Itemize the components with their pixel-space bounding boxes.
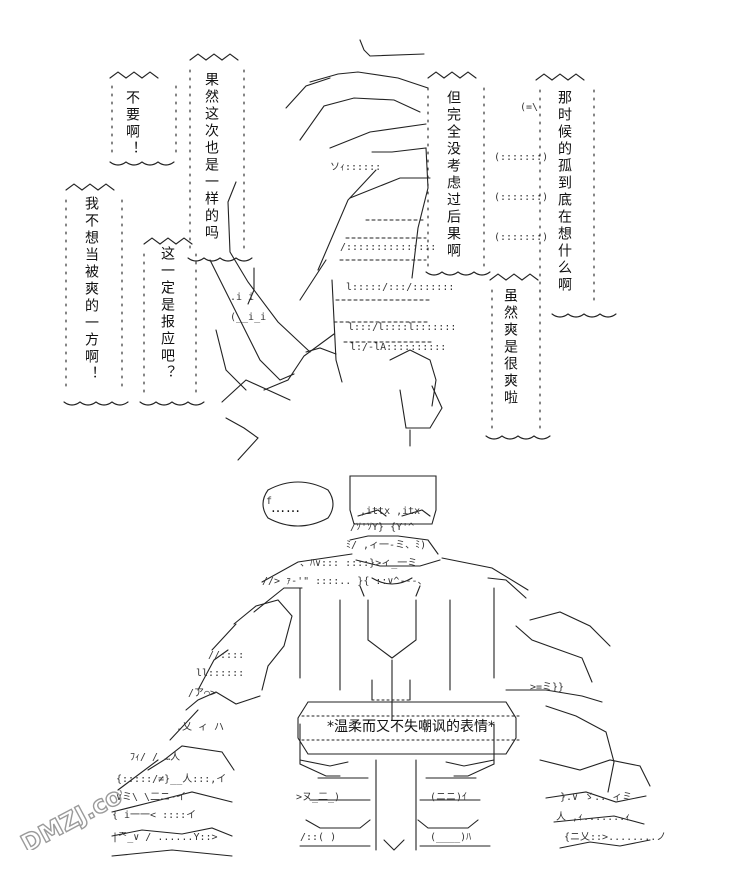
speech-bubble-outline-2 <box>187 53 253 262</box>
svg-text:(:::::::): (:::::::) <box>494 232 548 243</box>
caption-box-outline <box>297 701 523 755</box>
svg-text:ﾌｨ/ / …人: ﾌｨ/ / …人 <box>130 751 180 763</box>
svg-text:>ヌ_二_): >ヌ_二_) <box>296 792 340 803</box>
art-fragment: ソｨ:::::: <box>330 162 381 173</box>
svg-text:{ニ乂::>........ノ: {ニ乂::>........ノ <box>564 832 666 843</box>
svg-text://::::: //:::: <box>208 650 244 661</box>
muscle-character-art <box>111 475 651 857</box>
speech-bubble-1: 不要啊！ <box>124 90 140 158</box>
svg-text:>=ミ}}: >=ミ}} <box>530 682 564 693</box>
svg-text:l:/-lA::::::::::: l:/-lA:::::::::: <box>350 342 446 353</box>
svg-text:(____)ﾊ: (____)ﾊ <box>430 832 471 843</box>
speech-bubble-7: 虽然爽是很爽啦 <box>502 288 518 407</box>
svg-text:ﾐ/ ,ィ一‐ミ、ﾐ): ﾐ/ ,ィ一‐ミ、ﾐ) <box>346 540 426 551</box>
svg-text://> ｧ‐'" ::::.. }{ ::∨^‐‐‐、: //> ｧ‐'" ::::.. }{ ::∨^‐‐‐、 <box>262 576 428 587</box>
svg-text:(:::::::): (:::::::) <box>494 192 548 203</box>
speech-bubble-5: 但完全没考虑过后果啊 <box>445 90 461 260</box>
speech-bubble-4: 这一定是报应吧？ <box>159 246 175 382</box>
svg-text:DMZJ.com: DMZJ.com <box>16 790 122 850</box>
speech-bubble-outline-1 <box>109 71 177 166</box>
expression-caption: *温柔而又不失嘲讽的表情* <box>327 719 495 735</box>
svg-text:/::( ): /::( ) <box>300 832 336 843</box>
svg-text:,ittx ,itx: ,ittx ,itx <box>360 506 420 517</box>
speech-bubble-3: 我不想当被爽的一方啊！ <box>83 196 99 383</box>
face-bubble-text: …… <box>271 500 301 516</box>
speech-bubble-6: 那时候的孤到底在想什么啊 <box>556 90 572 294</box>
svg-text:l:::/l::::l:::::::: l:::/l::::l::::::: <box>348 322 456 333</box>
svg-text:/ア⌒>: /ア⌒> <box>188 688 216 699</box>
svg-text:l:::::/:::/:::::::: l:::::/:::/::::::: <box>346 282 454 293</box>
dmzj-watermark-logo: DMZJ.com <box>16 790 122 850</box>
svg-text:/ｿ'ｿY} {Y'^: /ｿ'ｿY} {Y'^ <box>350 522 414 533</box>
svg-text:∨ミ\ \二ニ-イ: ∨ミ\ \二ニ-イ <box>116 792 186 803</box>
speech-bubble-outline-7 <box>485 273 551 440</box>
svg-text:}.∨ ゞ.. ィミ: }.∨ ゞ.. ィミ <box>560 792 632 803</box>
svg-text:.i i: .i i <box>230 292 254 303</box>
speech-bubble-outline-6 <box>535 73 617 318</box>
svg-text:(ニニ)ｲ: (ニニ)ｲ <box>430 792 467 803</box>
svg-text:(=\: (=\ <box>520 102 538 113</box>
svg-text:/:::::::::::::::: /::::::::::::::: <box>340 242 436 253</box>
speech-bubble-outline-3 <box>63 183 129 406</box>
svg-text:f: f <box>266 496 272 507</box>
svg-text:ll::::::: ll:::::: <box>196 668 244 679</box>
svg-text:{ i一一< ::::イ: { i一一< ::::イ <box>112 810 196 821</box>
speech-bubble-outline-4 <box>139 237 205 406</box>
upper-character-art <box>209 39 443 461</box>
svg-text:.乂 ィ ハ: .乂 ィ ハ <box>176 722 224 733</box>
svg-text:(:::::::): (:::::::) <box>494 152 548 163</box>
face-bubble-outline <box>262 481 334 527</box>
svg-text:人 ,ｨ.......ｨ: 人 ,ｨ.......ｨ <box>556 811 630 823</box>
svg-text:{:::::/≠}__人:::,イ: {:::::/≠}__人:::,イ <box>116 773 226 785</box>
svg-text:(__i_i: (__i_i <box>230 312 266 323</box>
speech-bubble-2: 果然这次也是一样的吗 <box>203 72 219 242</box>
svg-text:|ᄌ_∨ / ......Y::>: |ᄌ_∨ / ......Y::> <box>112 832 218 843</box>
svg-text:、ﾊ∨::: ::::}>ィ_一ミ: 、ﾊ∨::: ::::}>ィ_一ミ <box>300 558 417 569</box>
